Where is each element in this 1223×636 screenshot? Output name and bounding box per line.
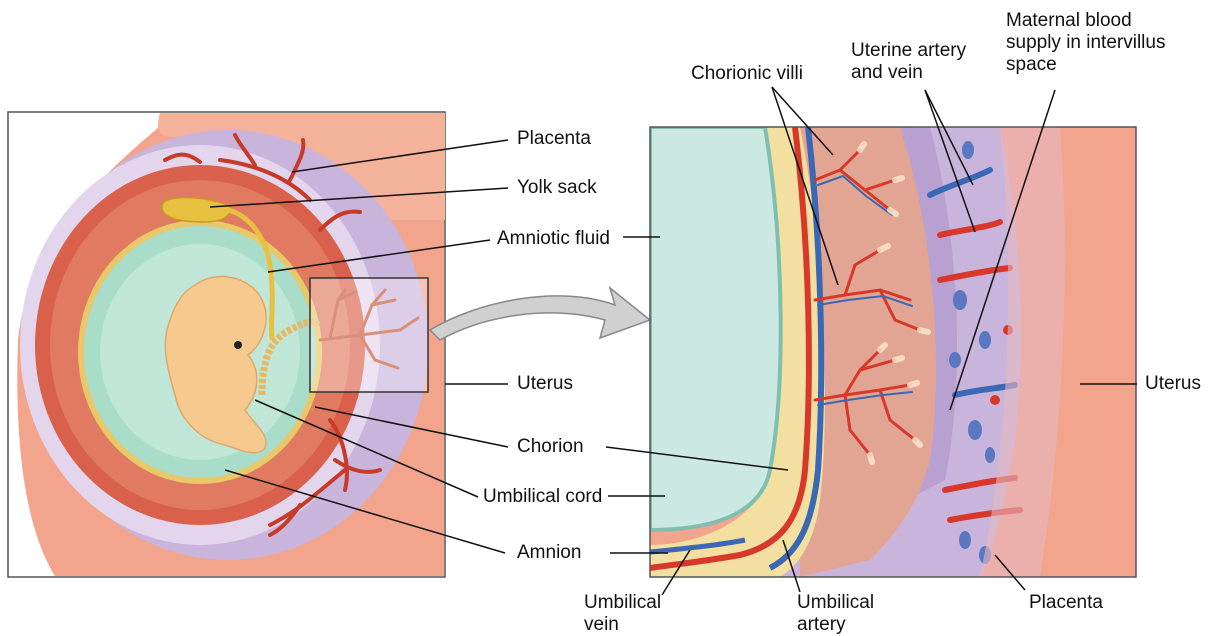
label-umbilical-artery: Umbilical artery: [797, 592, 897, 636]
label-placenta-left: Placenta: [517, 128, 591, 150]
zoom-arrow: [430, 288, 650, 340]
label-uterus-right: Uterus: [1145, 373, 1201, 395]
label-maternal-blood: Maternal blood supply in intervillus spa…: [1006, 10, 1176, 76]
right-panel: [650, 127, 1136, 577]
label-chorionic-villi: Chorionic villi: [691, 63, 803, 85]
label-yolk-sack: Yolk sack: [517, 177, 597, 199]
label-umbilical-cord: Umbilical cord: [483, 486, 602, 508]
label-uterine-artery-vein: Uterine artery and vein: [851, 40, 991, 84]
label-amniotic-fluid: Amniotic fluid: [497, 228, 610, 250]
label-amnion: Amnion: [517, 542, 581, 564]
amniotic-fluid-right: [650, 127, 781, 530]
embryo-eye: [234, 341, 242, 349]
label-uterus-left: Uterus: [517, 373, 573, 395]
left-panel: [8, 112, 445, 577]
label-chorion: Chorion: [517, 436, 584, 458]
label-umbilical-vein: Umbilical vein: [584, 592, 684, 636]
label-placenta-right: Placenta: [1029, 592, 1103, 614]
